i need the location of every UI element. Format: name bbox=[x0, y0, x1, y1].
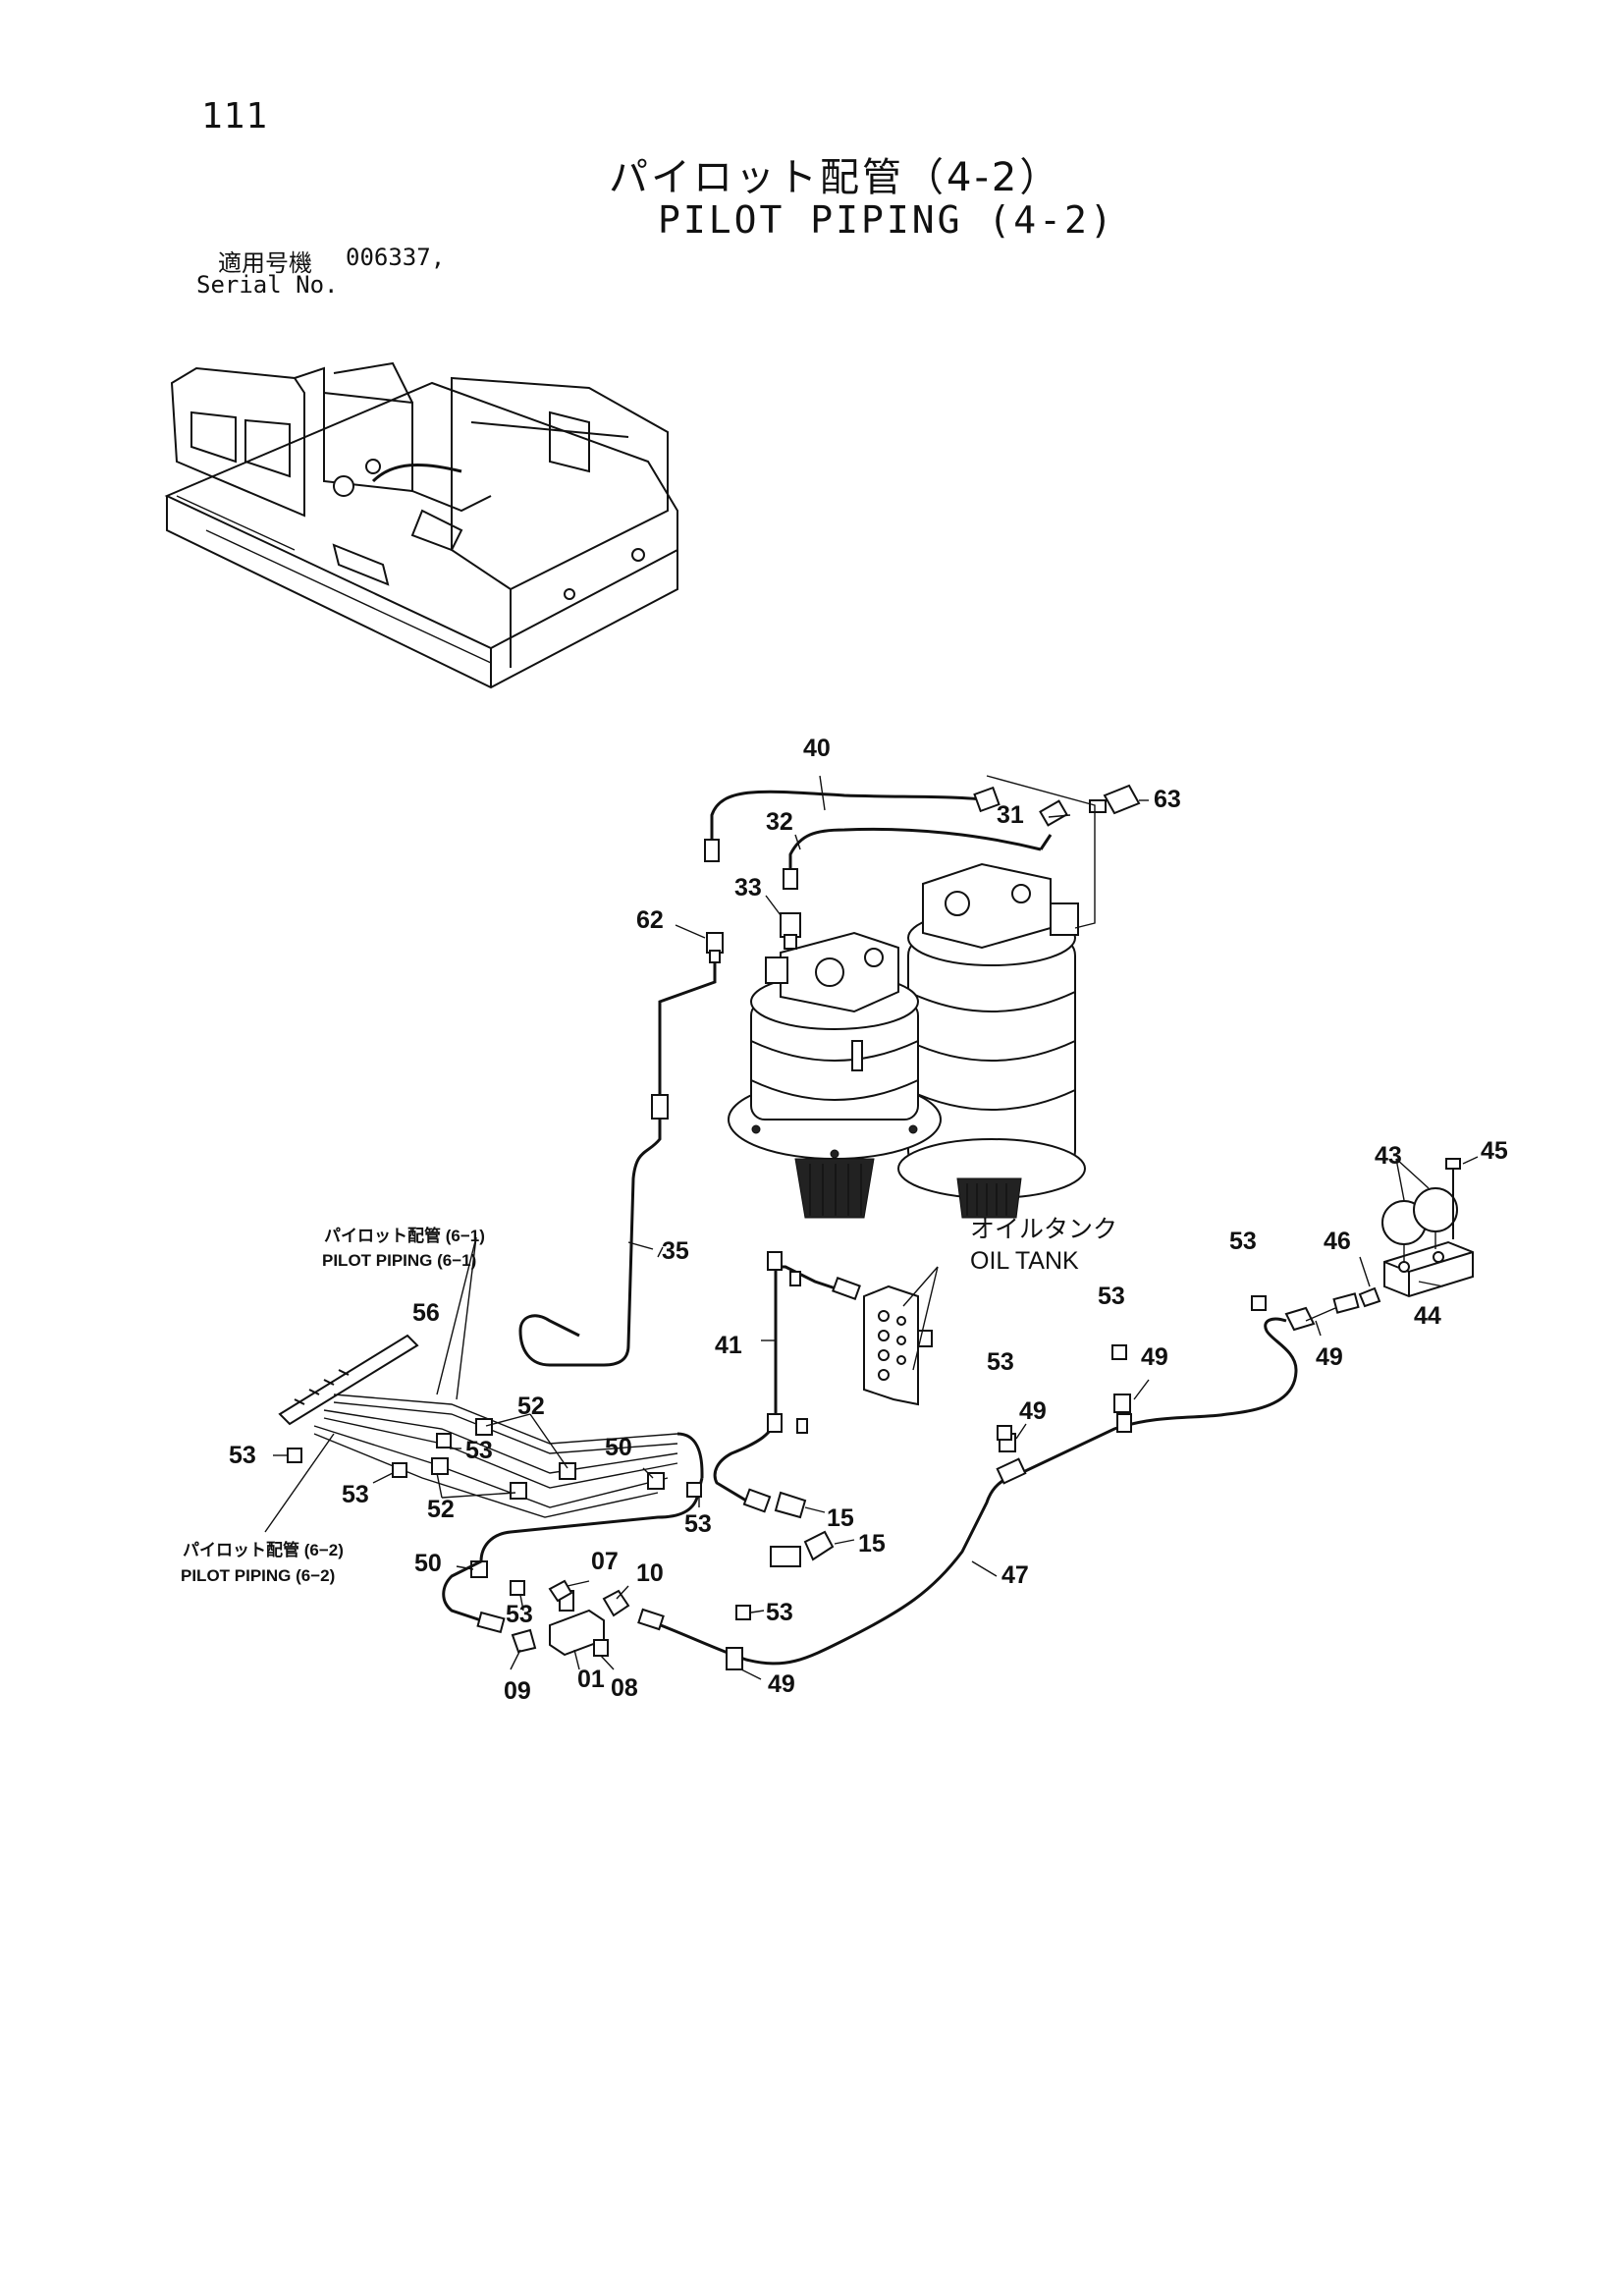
callout-53-accumulator: 53 bbox=[1229, 1228, 1257, 1255]
ref-oil-tank-en: OIL TANK bbox=[970, 1247, 1079, 1275]
callout-49-upper-right: 49 bbox=[1141, 1343, 1168, 1371]
callout-46: 46 bbox=[1324, 1228, 1351, 1255]
callout-09: 09 bbox=[504, 1677, 531, 1705]
swing-motor-rear bbox=[897, 862, 1086, 1219]
callout-50-upper: 50 bbox=[605, 1434, 632, 1461]
ref-pilot-piping-6-2-en: PILOT PIPING (6−2) bbox=[181, 1566, 335, 1585]
callout-33: 33 bbox=[734, 874, 762, 902]
callout-53-bundle-lower: 53 bbox=[342, 1481, 369, 1508]
ref-oil-tank-jp: オイルタンク bbox=[970, 1216, 1117, 1243]
callout-01: 01 bbox=[577, 1666, 605, 1693]
callout-63: 63 bbox=[1154, 786, 1181, 813]
callout-45: 45 bbox=[1481, 1137, 1508, 1165]
callout-41: 41 bbox=[715, 1332, 742, 1359]
callout-49-right: 49 bbox=[1316, 1343, 1343, 1371]
serial-number-value: 006337, bbox=[346, 244, 446, 271]
callout-40: 40 bbox=[803, 735, 831, 762]
callout-53-bracket: 53 bbox=[229, 1442, 256, 1469]
callout-49-mid: 49 bbox=[1019, 1397, 1047, 1425]
callout-52-upper: 52 bbox=[517, 1393, 545, 1420]
callout-56: 56 bbox=[412, 1299, 440, 1327]
callout-08: 08 bbox=[611, 1674, 638, 1702]
page-number: 111 bbox=[201, 96, 269, 137]
callout-49-lower: 49 bbox=[768, 1670, 795, 1698]
title-japanese: パイロット配管（4-2） bbox=[609, 155, 1062, 200]
ref-pilot-piping-6-1-en: PILOT PIPING (6−1) bbox=[322, 1251, 476, 1270]
callout-43: 43 bbox=[1375, 1142, 1402, 1170]
callout-53-mid-right: 53 bbox=[987, 1348, 1014, 1376]
callout-07: 07 bbox=[591, 1548, 619, 1575]
serial-label-english: Serial No. bbox=[196, 271, 339, 299]
upper-hoses bbox=[518, 775, 1149, 1367]
callout-47: 47 bbox=[1001, 1561, 1029, 1589]
callout-44: 44 bbox=[1414, 1302, 1441, 1330]
callout-31: 31 bbox=[997, 801, 1024, 829]
callout-15-lower: 15 bbox=[858, 1530, 886, 1558]
callout-53-clamp: 53 bbox=[684, 1510, 712, 1538]
callout-35: 35 bbox=[662, 1237, 689, 1265]
callout-53-upper-right: 53 bbox=[1098, 1283, 1125, 1310]
serial-label-japanese: 適用号機 bbox=[218, 249, 312, 277]
oil-tank-line bbox=[713, 1251, 939, 1567]
callout-62: 62 bbox=[636, 906, 664, 934]
title-english: PILOT PIPING (4-2) bbox=[658, 198, 1115, 242]
callout-53-lower-mid: 53 bbox=[766, 1599, 793, 1626]
ref-pilot-piping-6-2-jp: パイロット配管 (6−2) bbox=[183, 1540, 344, 1559]
callout-labels: 40 32 31 63 33 62 35 41 43 45 53 46 44 5… bbox=[229, 735, 1508, 1705]
callout-10: 10 bbox=[636, 1559, 664, 1587]
callout-52-lower: 52 bbox=[427, 1496, 455, 1523]
pilot-piping-left bbox=[264, 1236, 1267, 1670]
callout-32: 32 bbox=[766, 808, 793, 836]
callout-53-valve: 53 bbox=[506, 1601, 533, 1628]
excavator-location-illustration bbox=[164, 361, 678, 689]
swing-motor-front bbox=[728, 931, 942, 1219]
callout-53-bundle-upper: 53 bbox=[465, 1437, 493, 1464]
callout-15-upper: 15 bbox=[827, 1504, 854, 1532]
callout-50-lower: 50 bbox=[414, 1550, 442, 1577]
accumulator-line bbox=[637, 1156, 1479, 1680]
ref-pilot-piping-6-1-jp: パイロット配管 (6−1) bbox=[324, 1226, 485, 1245]
